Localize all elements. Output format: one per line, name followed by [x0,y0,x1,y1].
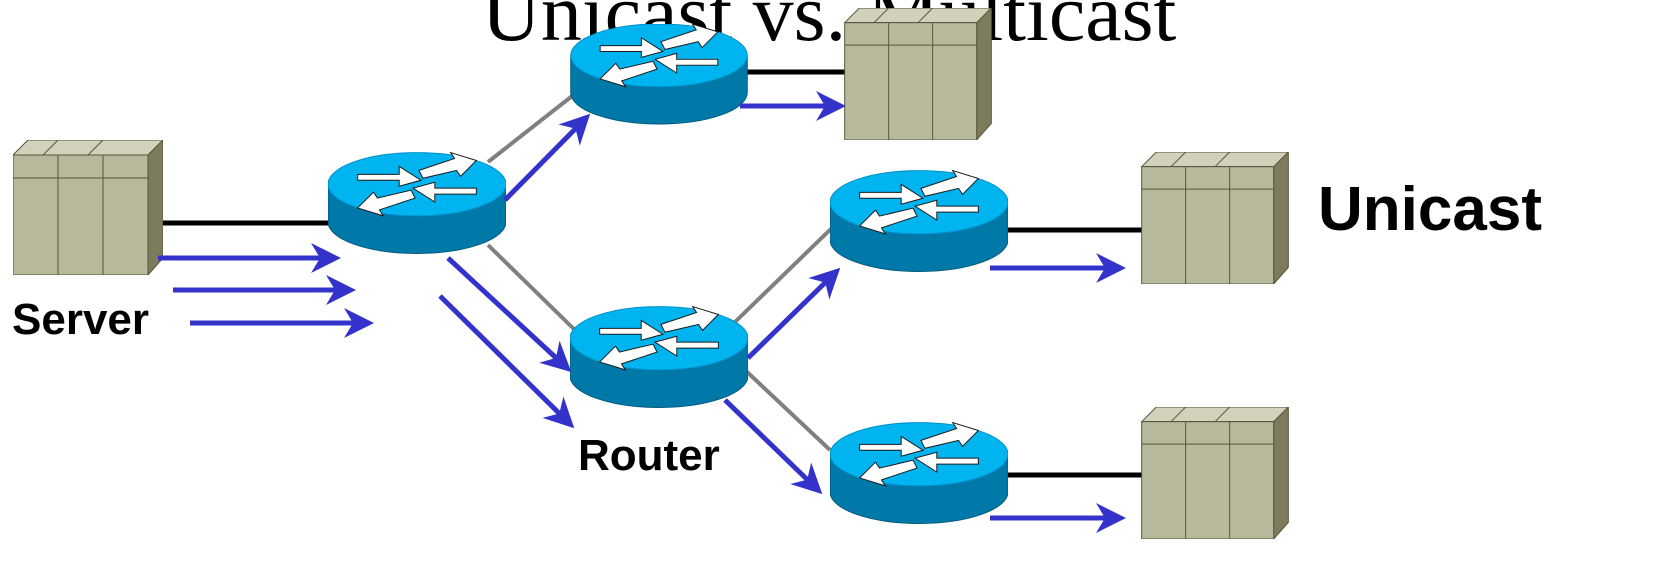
router-icon [328,152,506,254]
server-icon [13,140,163,275]
packet-arrow [446,256,572,373]
host-server-icon [1141,152,1289,284]
packet-arrow [503,113,591,202]
link-r3-r4 [733,223,837,324]
link-r3-r5 [743,368,832,452]
mode-label: Unicast [1318,175,1542,244]
network-links [160,69,1145,478]
router-icon [830,422,1008,524]
packet-arrows [158,91,1126,533]
link-r1-r3 [486,243,582,337]
router-label: Router [578,431,720,480]
router-icon [830,170,1008,272]
packet-arrow [746,267,841,360]
host-server-icon [844,8,992,140]
host-server-icon [1141,407,1289,539]
router-icon [570,24,748,125]
server-label: Server [12,295,149,344]
packet-arrow [438,294,575,429]
packet-arrow [723,398,823,495]
router-icon [570,306,748,408]
